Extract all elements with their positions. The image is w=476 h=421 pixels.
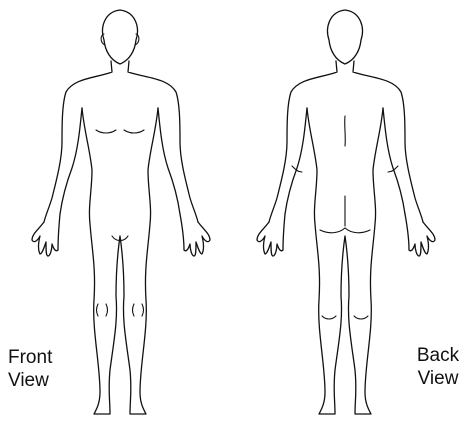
back-left-gluteal-fold bbox=[320, 228, 345, 233]
front-view-label: Front View bbox=[8, 346, 66, 392]
back-label-line1: Back bbox=[410, 344, 466, 367]
front-label-line2: View bbox=[8, 369, 66, 392]
back-right-gluteal-fold bbox=[345, 228, 370, 233]
front-right-knee-2 bbox=[142, 304, 144, 316]
front-left-chest bbox=[96, 130, 116, 133]
front-left-hand bbox=[32, 214, 60, 256]
front-right-chest bbox=[124, 130, 144, 133]
front-left-knee-2 bbox=[106, 304, 108, 316]
back-label-line2: View bbox=[410, 367, 466, 390]
front-left-knee bbox=[97, 304, 99, 316]
front-right-arm-inner bbox=[158, 108, 180, 214]
front-head bbox=[103, 10, 138, 64]
back-left-knee bbox=[322, 316, 336, 319]
front-left-arm-inner bbox=[60, 108, 82, 214]
back-right-hand bbox=[405, 214, 435, 256]
back-body-figure bbox=[257, 10, 435, 414]
back-view-label: Back View bbox=[410, 344, 466, 390]
back-head bbox=[328, 10, 363, 64]
back-right-arm-inner bbox=[383, 108, 405, 214]
front-right-hand bbox=[180, 214, 210, 256]
back-torso-legs bbox=[269, 61, 423, 414]
back-left-hand bbox=[257, 214, 285, 256]
front-label-line1: Front bbox=[8, 346, 66, 369]
back-right-knee bbox=[354, 316, 368, 319]
back-spine bbox=[345, 116, 346, 146]
back-left-arm-inner bbox=[285, 108, 307, 214]
front-right-knee bbox=[133, 304, 135, 316]
front-torso-legs bbox=[44, 61, 198, 414]
